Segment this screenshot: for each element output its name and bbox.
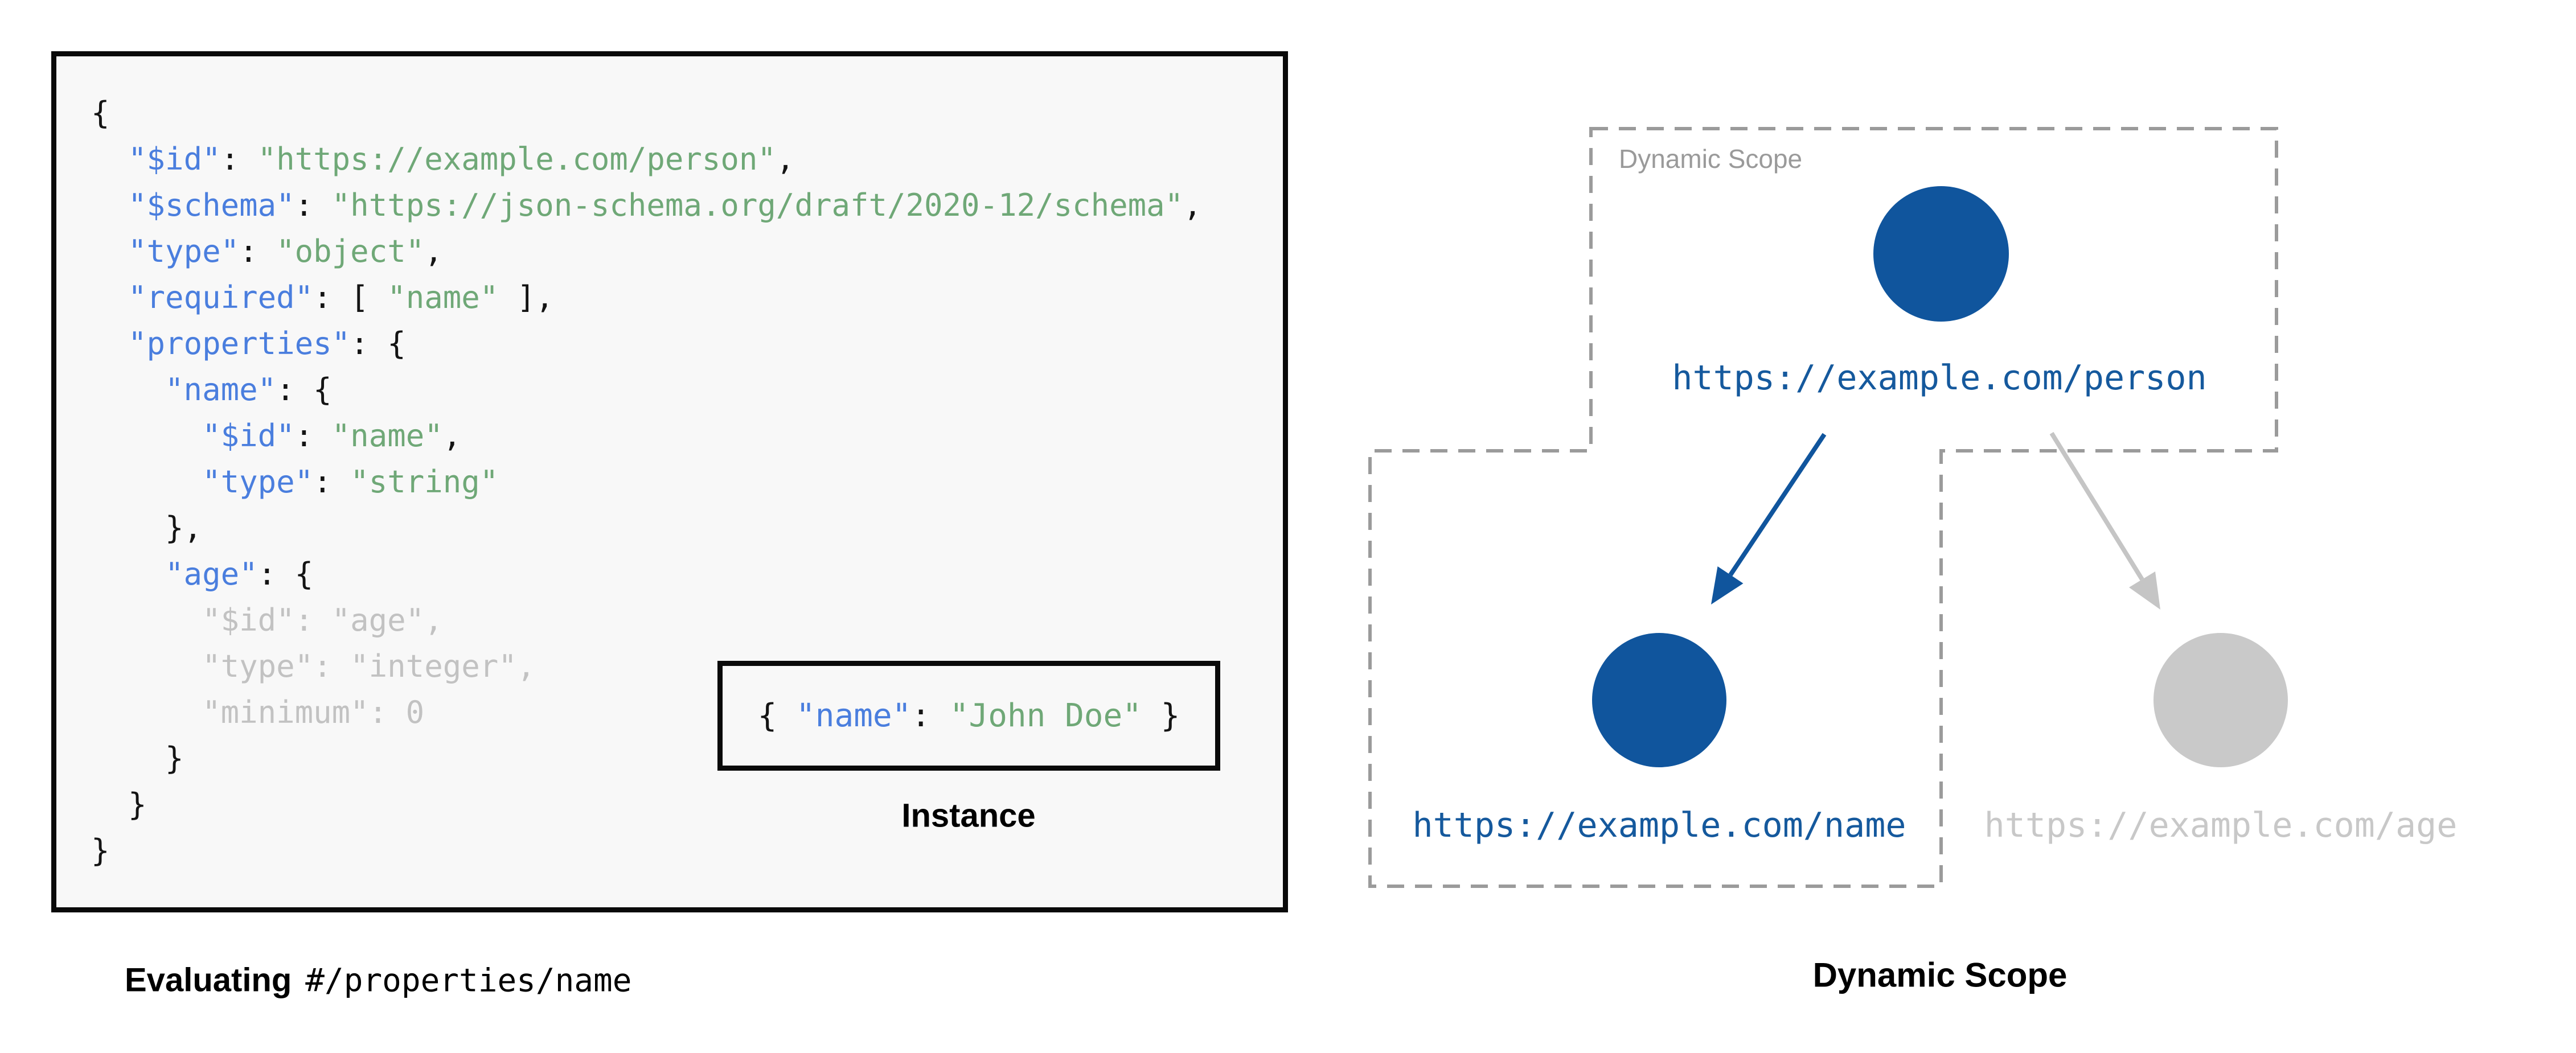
person-to-age-arrow (2049, 431, 2144, 581)
node-person-circle (1873, 186, 2009, 322)
code-line: "$id": "name", (91, 413, 1202, 459)
dynamic-scope-box-label: Dynamic Scope (1619, 144, 1803, 174)
schema-code: { "$id": "https://example.com/person", "… (91, 90, 1202, 874)
evaluating-caption: Evaluating #/properties/name (125, 961, 631, 999)
instance-code: { "name": "John Doe" } (723, 666, 1215, 766)
code-line: "age": { (91, 551, 1202, 597)
code-line: "$id": "https://example.com/person", (91, 136, 1202, 182)
code-line: { (91, 90, 1202, 136)
code-token: } (91, 787, 147, 822)
instance-caption: Instance (901, 797, 1036, 834)
code-token: , (442, 418, 462, 454)
code-token: "$id" (202, 418, 295, 454)
code-line: "type": "integer", (91, 643, 1202, 689)
code-line: "name": { (91, 367, 1202, 413)
instance-box: { "name": "John Doe" } (717, 661, 1220, 771)
evaluating-caption-bold: Evaluating (125, 961, 292, 999)
code-token: "$id" (128, 141, 221, 177)
code-token: "name" (165, 372, 277, 408)
code-token: : { (257, 556, 314, 592)
code-token: }, (91, 510, 203, 546)
code-token: "$id": "age", (91, 602, 443, 638)
code-line: "type": "string" (91, 459, 1202, 505)
code-token: : (911, 697, 950, 734)
code-line: } (91, 735, 1202, 781)
code-line: "required": [ "name" ], (91, 274, 1202, 320)
code-token: ], (498, 279, 554, 315)
code-token: "age" (165, 556, 258, 592)
code-token: "string" (350, 464, 499, 500)
code-token: : { (350, 326, 406, 361)
person-to-age-arrowhead (2129, 571, 2160, 610)
code-token: "John Doe" (949, 697, 1142, 734)
code-token: "properties" (128, 326, 351, 361)
person-to-name-arrow (1728, 433, 1827, 577)
schema-code-panel: { "$id": "https://example.com/person", "… (51, 51, 1288, 912)
node-name-url: https://example.com/name (1412, 805, 1906, 845)
code-token: "type" (128, 233, 240, 269)
node-age-circle (2153, 633, 2288, 767)
node-name-circle (1592, 633, 1726, 767)
code-line: } (91, 781, 1202, 828)
code-token: : (220, 141, 258, 177)
code-token: "name" (387, 279, 499, 315)
code-line: } (91, 828, 1202, 874)
code-token: : (294, 187, 332, 223)
code-token: : { (276, 372, 332, 408)
code-token: , (1183, 187, 1202, 223)
code-token: : (313, 464, 351, 500)
code-line: "properties": { (91, 320, 1202, 367)
code-token: : (294, 418, 332, 454)
code-token: : (239, 233, 277, 269)
code-token: "type": "integer", (91, 648, 536, 684)
code-token: "name" (796, 697, 912, 734)
code-token: } (91, 833, 110, 869)
code-line: "$id": "age", (91, 597, 1202, 643)
code-line: "minimum": 0 (91, 689, 1202, 735)
node-age-url: https://example.com/age (1984, 805, 2458, 845)
code-token: "https://example.com/person" (257, 141, 776, 177)
code-token: } (91, 741, 184, 776)
dynamic-scope-boundary (1368, 127, 2278, 888)
code-token: "type" (202, 464, 314, 500)
code-token: "minimum": 0 (91, 694, 425, 730)
dynamic-scope-caption: Dynamic Scope (1812, 956, 2068, 994)
code-line: "type": "object", (91, 228, 1202, 274)
person-to-name-arrowhead (1711, 566, 1744, 604)
code-token: "$schema" (128, 187, 295, 223)
code-line: "$schema": "https://json-schema.org/draf… (91, 182, 1202, 228)
node-person-url: https://example.com/person (1672, 358, 2207, 398)
evaluating-caption-pointer: #/properties/name (305, 962, 632, 999)
code-token: { (757, 697, 797, 734)
code-token: , (776, 141, 795, 177)
code-token: "required" (128, 279, 314, 315)
code-token: "https://json-schema.org/draft/2020-12/s… (331, 187, 1184, 223)
code-token: "object" (276, 233, 425, 269)
code-token: { (91, 95, 110, 131)
code-token: : [ (313, 279, 388, 315)
code-token: } (1141, 697, 1180, 734)
code-line: }, (91, 505, 1202, 551)
code-token: , (424, 233, 443, 269)
code-token: "name" (331, 418, 443, 454)
